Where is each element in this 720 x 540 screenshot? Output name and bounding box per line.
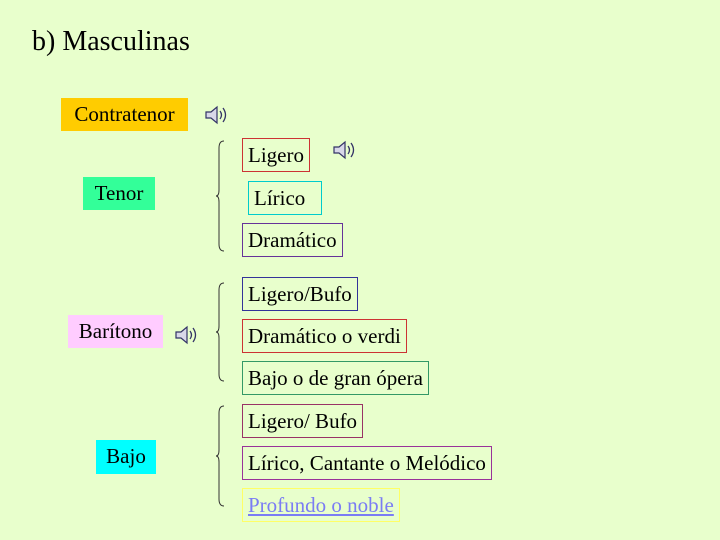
baritono-item-dramatico-verdi: Dramático o verdi [242,319,407,353]
tenor-label: Tenor [83,177,155,210]
baritono-label: Barítono [68,315,163,348]
tenor-brace [216,140,225,252]
baritono-item-bajo-gran-opera: Bajo o de gran ópera [242,361,429,395]
bajo-item-ligero-bufo: Ligero/ Bufo [242,404,364,438]
bajo-brace [216,405,225,507]
bajo-label: Bajo [96,440,156,474]
tenor-item-dramatico: Dramático [242,223,343,257]
speaker-icon[interactable] [330,139,356,161]
speaker-icon[interactable] [202,104,228,126]
baritono-item-ligero-bufo: Ligero/Bufo [242,277,358,311]
bajo-item-profundo-noble-link[interactable]: Profundo o noble [242,488,400,522]
tenor-item-lirico: Lírico [248,181,322,215]
bajo-item-lirico-cantante: Lírico, Cantante o Melódico [242,446,492,480]
speaker-icon[interactable] [172,324,198,346]
slide-title: b) Masculinas [32,26,190,57]
tenor-item-ligero: Ligero [242,138,310,172]
contratenor-label: Contratenor [61,98,188,131]
baritono-brace [216,282,225,382]
